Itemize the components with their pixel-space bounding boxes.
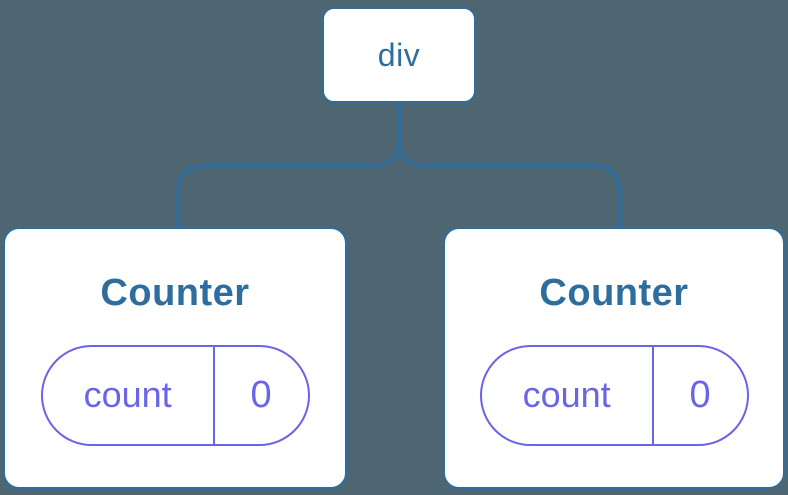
counter-card-right: Counter count 0 <box>443 227 785 489</box>
counter-card-left: Counter count 0 <box>3 227 347 489</box>
state-key: count <box>482 346 654 444</box>
state-value: 0 <box>689 373 711 416</box>
counter-title: Counter <box>539 271 689 314</box>
connector-left-branch <box>176 103 401 229</box>
root-node-label: div <box>377 36 421 73</box>
state-value: 0 <box>250 373 272 416</box>
state-key: count <box>43 346 215 444</box>
state-pill: count 0 <box>40 344 310 446</box>
connector-right-branch <box>397 103 622 229</box>
root-node-div: div <box>322 7 476 103</box>
state-pill: count 0 <box>479 344 749 446</box>
counter-title: Counter <box>100 271 250 314</box>
